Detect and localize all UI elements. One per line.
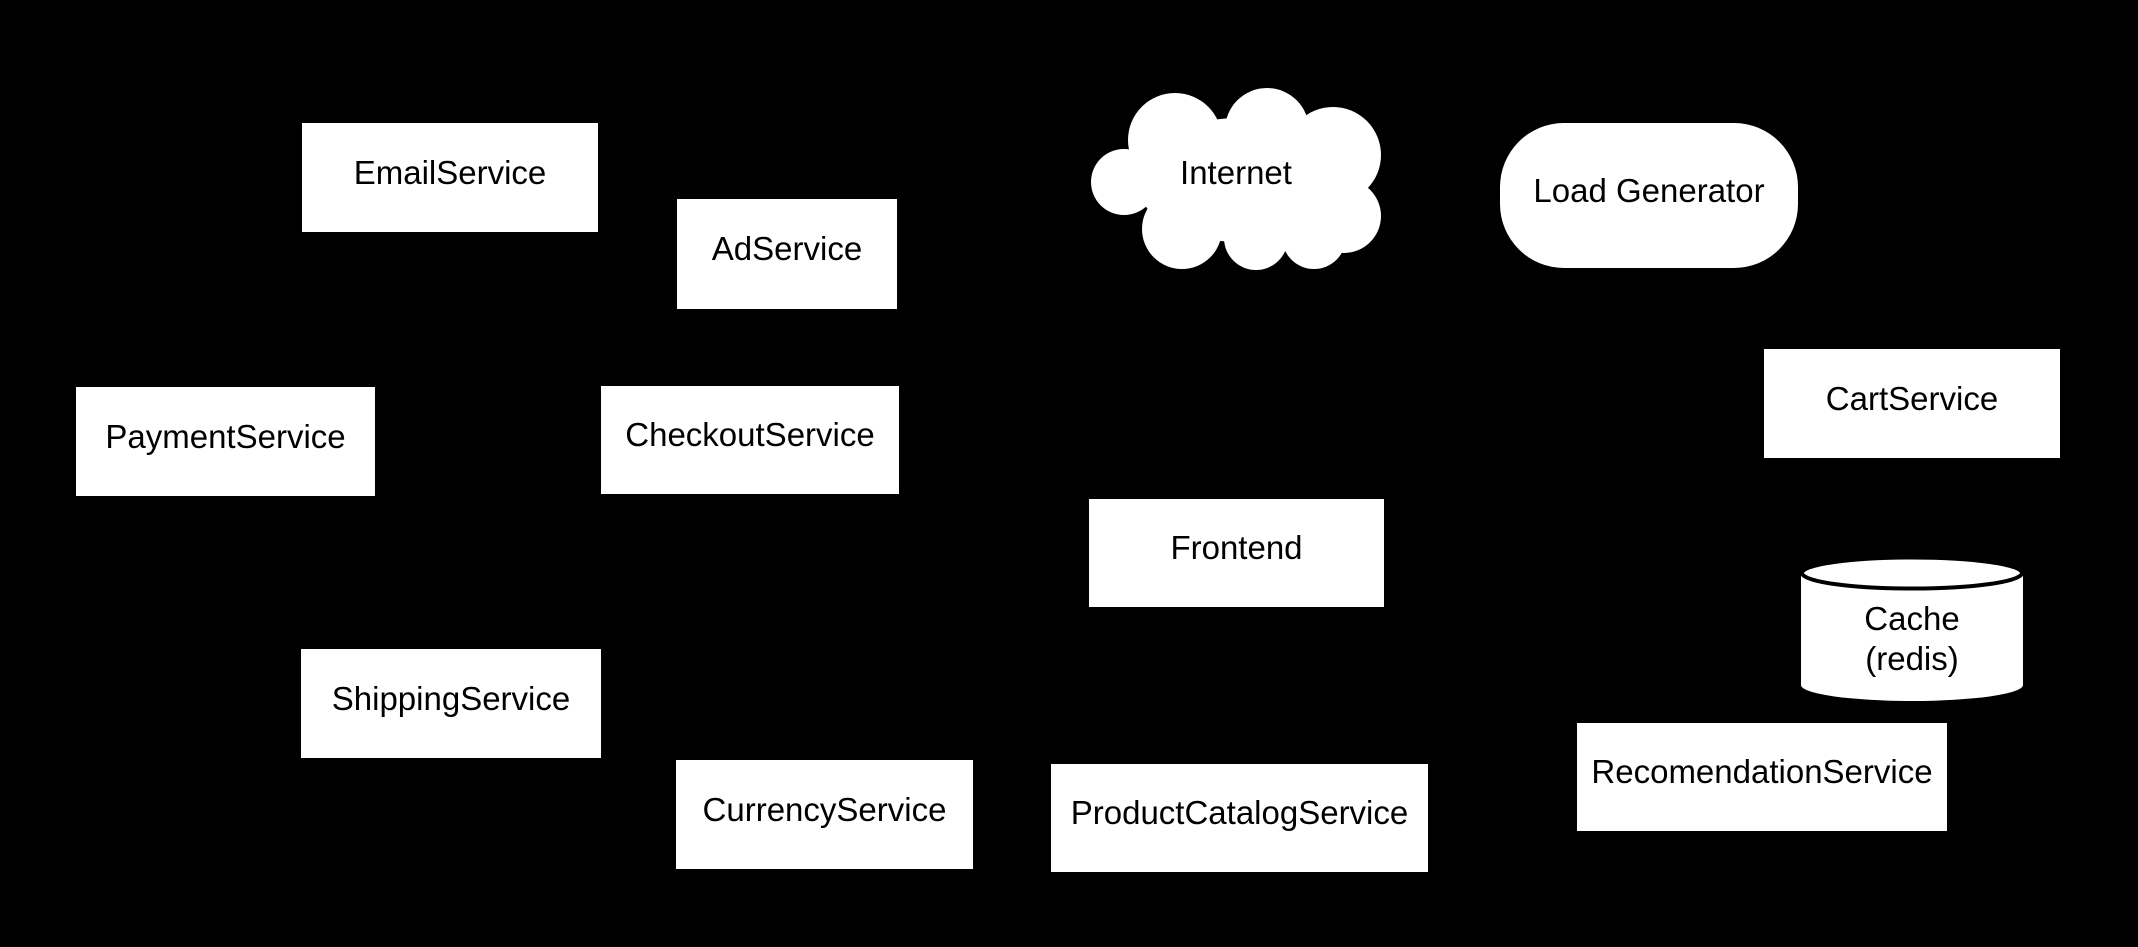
node-cache-redis: Cache (redis): [1801, 556, 2023, 702]
node-cache-redis-label: Cache (redis): [1801, 556, 2023, 702]
node-internet-label: Internet: [1180, 154, 1292, 191]
cache-cylinder-shape: [1801, 556, 2023, 701]
node-load-generator: Load Generator: [1500, 123, 1798, 268]
node-frontend-label: Frontend: [1170, 529, 1303, 567]
node-frontend: Frontend: [1089, 499, 1384, 607]
node-recomendation-service-label: RecomendationService: [1591, 753, 1933, 791]
node-recomendation-service: RecomendationService: [1577, 723, 1947, 831]
internet-cloud-shape: [1091, 88, 1381, 270]
cache-label-line2: (redis): [1865, 640, 1959, 677]
node-email-service: EmailService: [302, 123, 598, 232]
node-load-generator-label: Load Generator: [1533, 171, 1765, 209]
node-cart-service-label: CartService: [1825, 379, 1999, 417]
node-ad-service-label: AdService: [711, 230, 863, 268]
node-product-catalog-service: ProductCatalogService: [1051, 764, 1428, 872]
node-currency-service-label: CurrencyService: [702, 790, 947, 828]
node-payment-service-label: PaymentService: [105, 417, 346, 455]
node-shipping-service-label: ShippingService: [331, 679, 571, 717]
node-shipping-service: ShippingService: [301, 649, 601, 758]
node-checkout-service-label: CheckoutService: [625, 416, 875, 454]
node-internet: Internet: [1090, 88, 1382, 270]
node-email-service-label: EmailService: [353, 153, 547, 191]
node-product-catalog-service-label: ProductCatalogService: [1070, 794, 1409, 832]
node-payment-service: PaymentService: [76, 387, 375, 496]
node-currency-service: CurrencyService: [676, 760, 973, 869]
cache-label-line1: Cache: [1864, 600, 1960, 637]
node-cart-service: CartService: [1764, 349, 2060, 458]
node-ad-service: AdService: [677, 199, 897, 309]
node-checkout-service: CheckoutService: [601, 386, 899, 494]
